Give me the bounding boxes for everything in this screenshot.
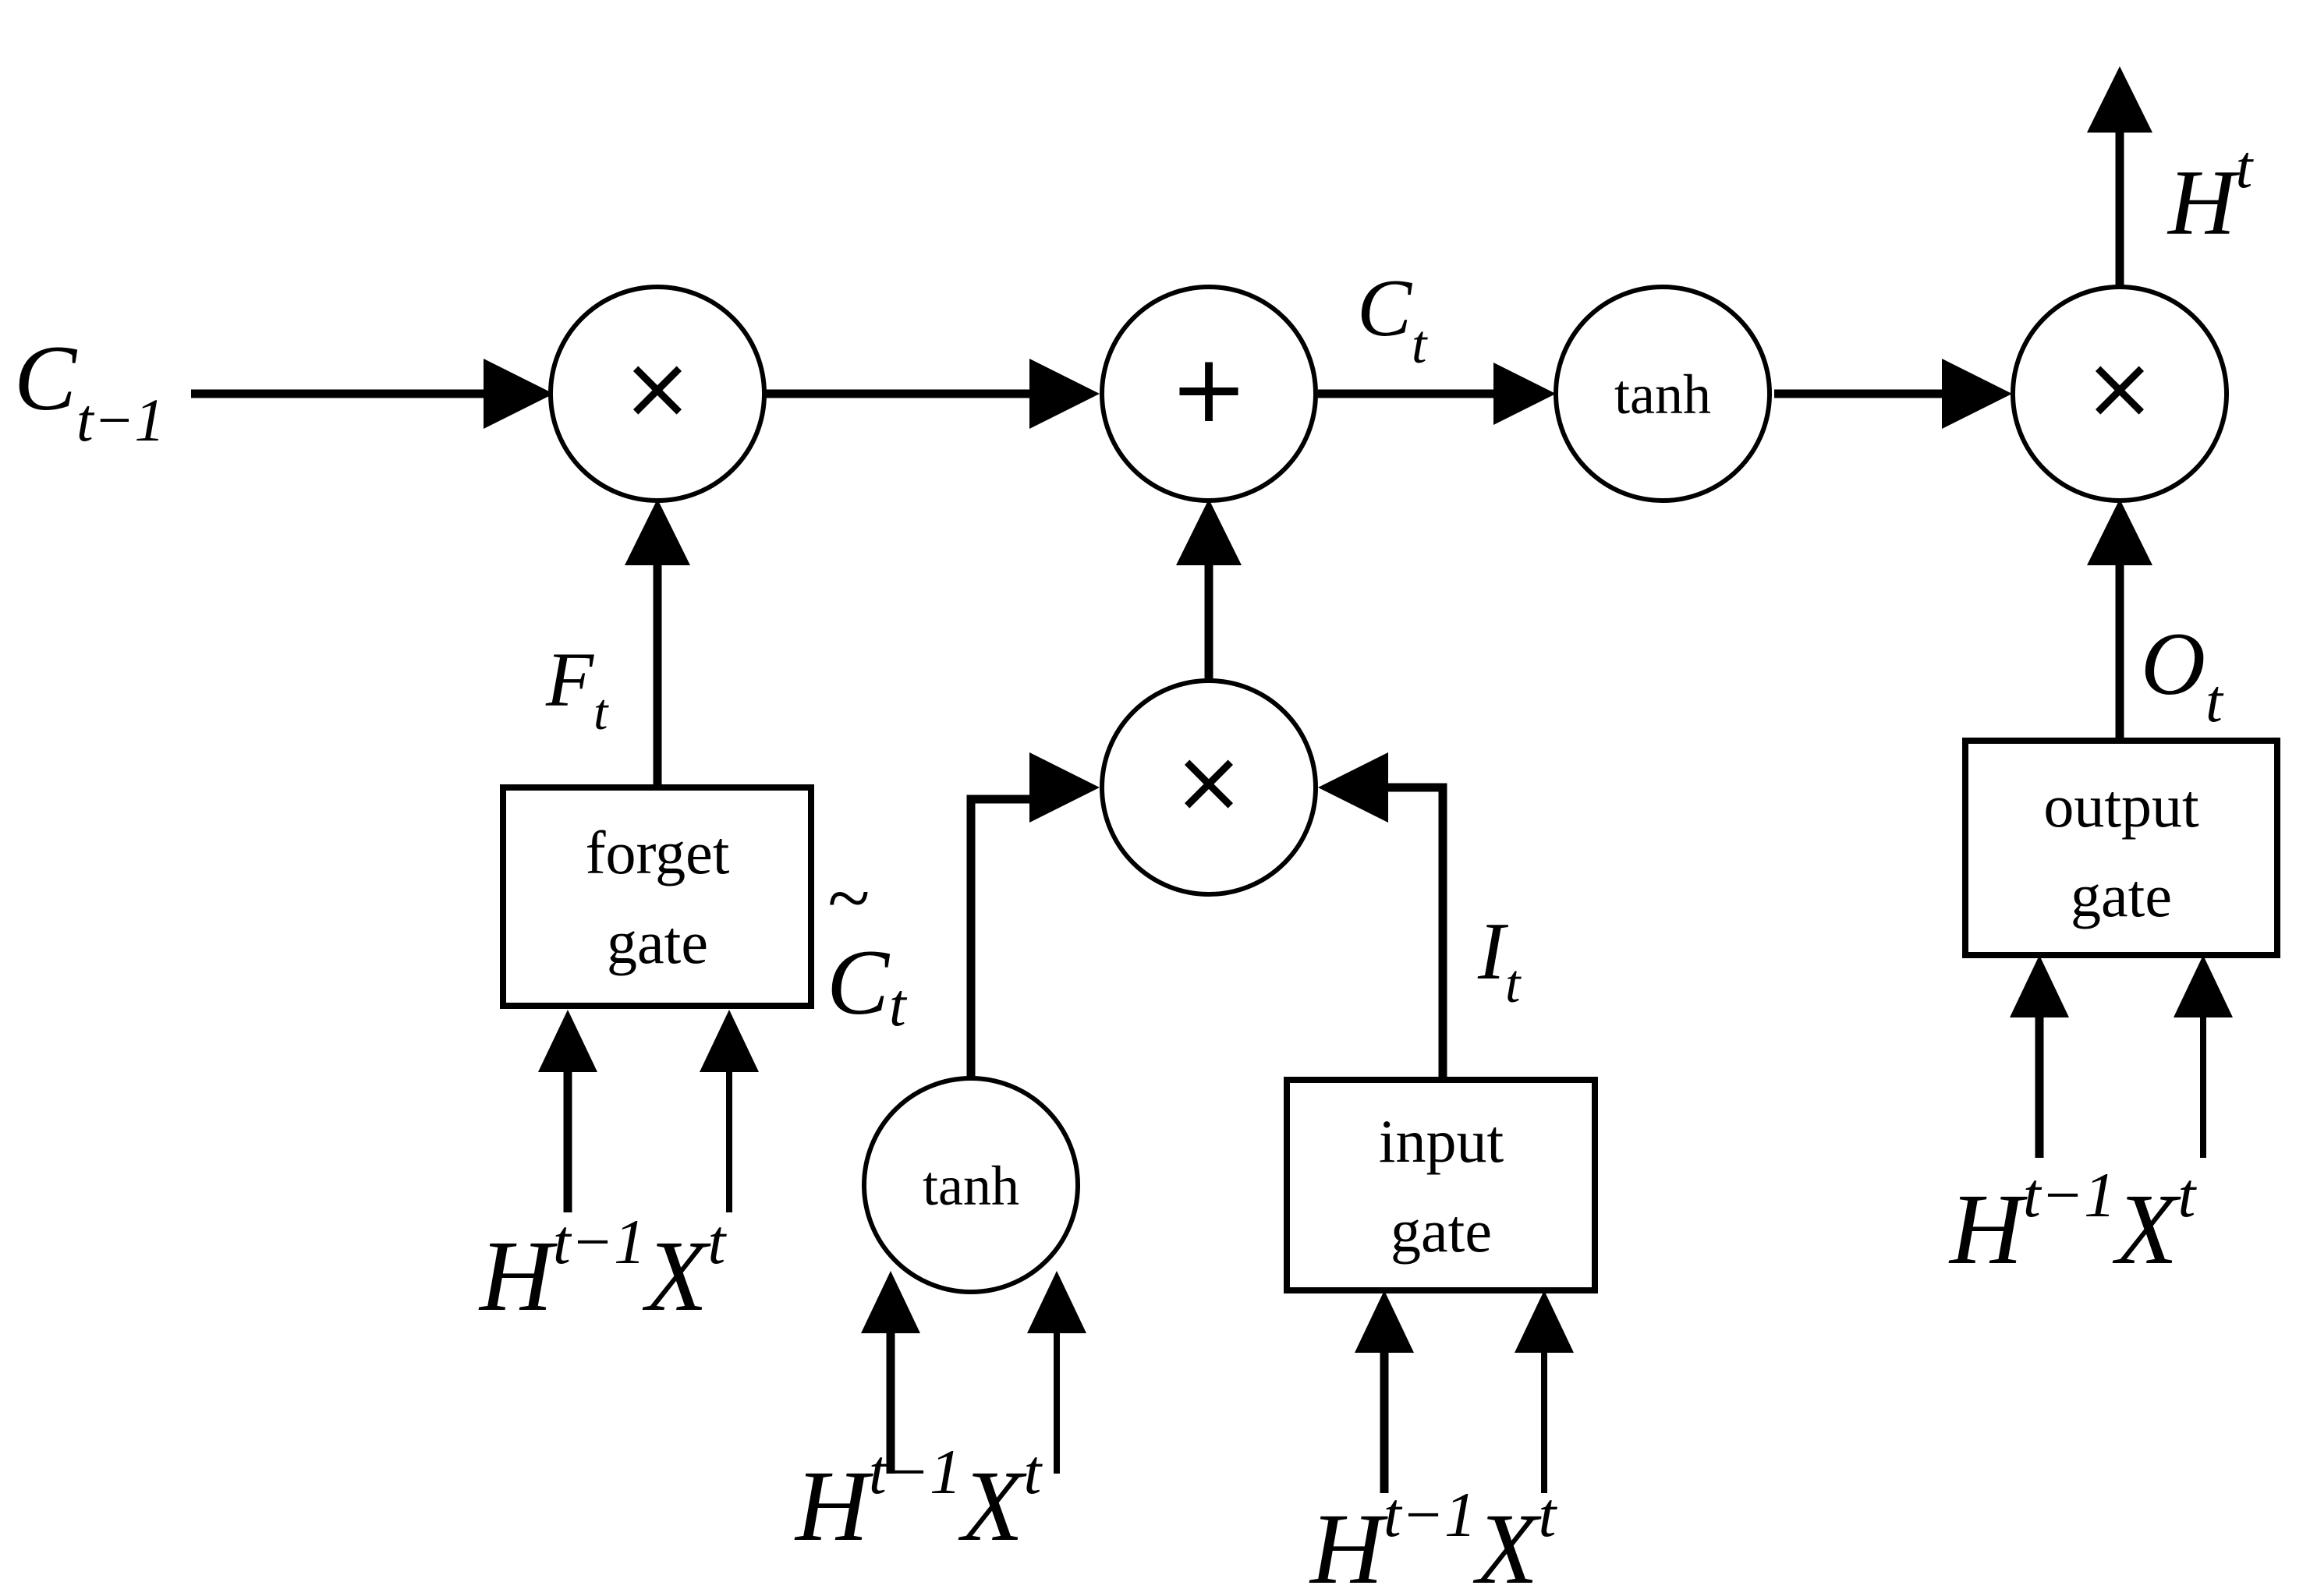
candidate-tanh-node: tanh (862, 1076, 1080, 1294)
multiply-symbol: × (622, 338, 693, 437)
forget-gate-inputs: Ht−1Xt (478, 1206, 727, 1332)
arrowhead (1027, 1271, 1086, 1333)
svg-text:Ht−1Xt: Ht−1Xt (794, 1436, 1043, 1562)
output-multiply-node: × (2011, 285, 2229, 503)
arrowhead (1029, 359, 1100, 429)
svg-text:Ct: Ct (827, 930, 908, 1039)
svg-text:~: ~ (827, 855, 869, 941)
svg-text:Ht−1Xt: Ht−1Xt (478, 1206, 727, 1332)
arrowhead (700, 1010, 759, 1072)
arrowhead (1318, 752, 1388, 823)
svg-text:Ht−1Xt: Ht−1Xt (1309, 1479, 1557, 1596)
arrowhead (1029, 752, 1100, 823)
arrowhead (484, 359, 554, 429)
arrowhead (2010, 955, 2069, 1017)
svg-text:Ht−1Xt: Ht−1Xt (1948, 1159, 2197, 1286)
multiply-symbol: × (1173, 731, 1245, 831)
arrowhead (625, 499, 690, 565)
output-gate-inputs: Ht−1Xt (1948, 1159, 2197, 1286)
add-symbol: + (1170, 335, 1249, 444)
wire-candidate-path (966, 794, 1029, 1084)
tanh-label: tanh (1614, 363, 1711, 426)
arrowhead (2174, 955, 2233, 1017)
input-gate-line2: gate (1391, 1197, 1492, 1265)
tanh-label: tanh (923, 1155, 1019, 1217)
forget-gate-box: forget gate (500, 784, 814, 1009)
input-multiply-node: × (1100, 678, 1318, 897)
arrowhead (1515, 1290, 1574, 1353)
arrowhead (538, 1010, 597, 1072)
input-gate-inputs: Ht−1Xt (1309, 1479, 1557, 1596)
arrowhead (1355, 1290, 1414, 1353)
label-o-t: Ot (2141, 614, 2224, 734)
add-node: + (1100, 285, 1318, 503)
label-h-t: Ht (2167, 133, 2255, 254)
arrowhead (1942, 359, 2012, 429)
arrowhead (1176, 499, 1242, 565)
arrowhead (1493, 363, 1556, 425)
multiply-symbol: × (2084, 338, 2156, 437)
input-gate-box: input gate (1284, 1077, 1598, 1293)
arrowhead (2087, 66, 2152, 133)
wire-input-gate-path (1388, 783, 1447, 1080)
label-c-t: Ct (1357, 262, 1428, 375)
label-i-t: It (1477, 905, 1522, 1014)
label-c-tilde: ~ Ct (827, 855, 908, 1039)
forget-gate-line1: forget (586, 819, 730, 886)
cell-tanh-node: tanh (1554, 285, 1772, 503)
candidate-inputs: Ht−1Xt (794, 1436, 1043, 1562)
forget-multiply-node: × (548, 285, 767, 503)
label-f-t: Ft (545, 636, 609, 741)
label-c-prev: Ct−1 (14, 326, 165, 454)
arrowhead (861, 1271, 920, 1333)
output-gate-line1: output (2043, 772, 2199, 840)
arrowhead (2087, 499, 2152, 565)
wires (191, 66, 2233, 1493)
output-gate-line2: gate (2071, 862, 2172, 929)
output-gate-box: output gate (1962, 738, 2280, 958)
forget-gate-line2: gate (607, 908, 708, 976)
input-gate-line1: input (1379, 1107, 1504, 1175)
